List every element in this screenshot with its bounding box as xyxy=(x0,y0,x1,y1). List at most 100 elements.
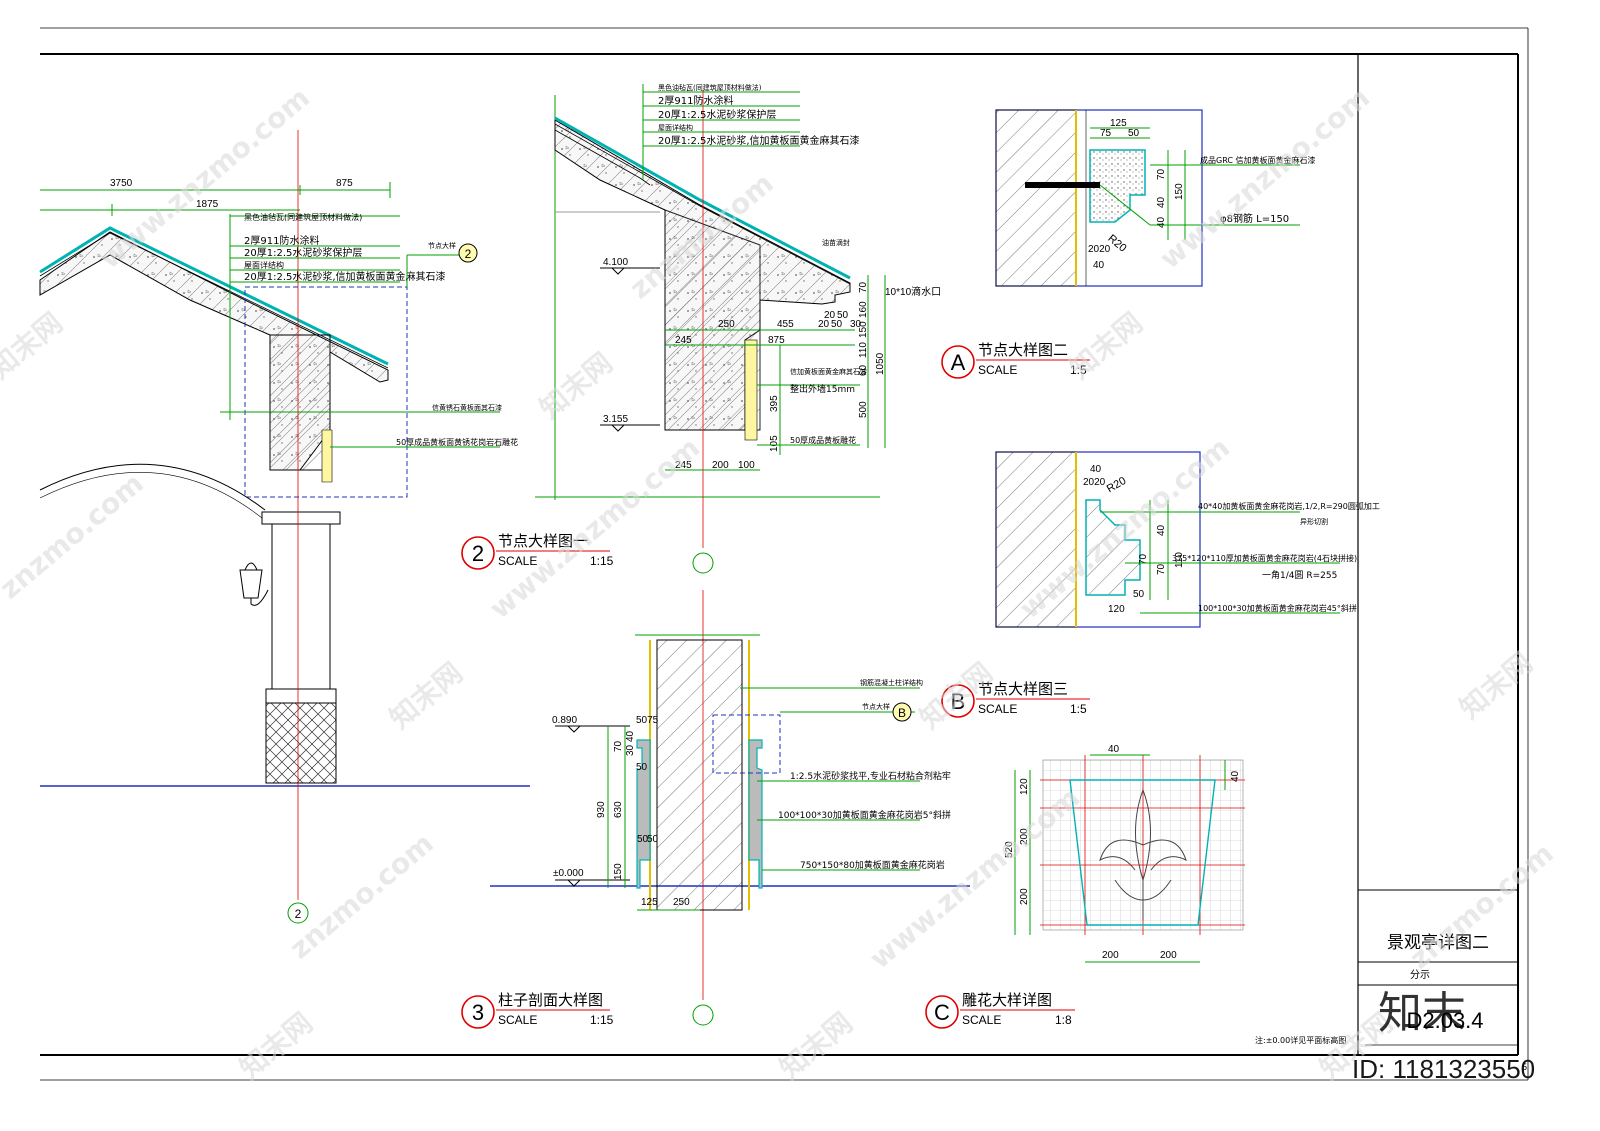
detail-c-drawing: 120 200 520 200 200 200 40 40 xyxy=(1004,744,1245,963)
dB-dim-110: 110 xyxy=(1174,552,1185,568)
dB-note-1b: 异形切割 xyxy=(1300,517,1328,526)
d2-dim-875: 875 xyxy=(768,335,785,346)
elev-side-note-2: 50厚成品黄板面黄锈花岗岩石雕花 xyxy=(396,437,518,447)
d3-dim-250: 250 xyxy=(673,897,690,908)
d2-dim-1050: 1050 xyxy=(875,352,886,375)
dC-scale: 1:8 xyxy=(1055,1013,1072,1027)
dB-note-2: 375*120*110厚加黄板面黄金麻花岗岩(4石块拼接) xyxy=(1172,553,1357,563)
d3-title: 柱子剖面大样图 xyxy=(498,991,603,1009)
dB-radius: R20 xyxy=(1105,475,1128,495)
dA-dim-150: 150 xyxy=(1174,183,1185,200)
dC-dim-120: 120 xyxy=(1019,778,1030,795)
elev-callout-num: 2 xyxy=(465,247,472,261)
dC-dim-200a: 200 xyxy=(1019,828,1030,845)
d2-note-r1: 信加黄板面黄金麻其石漆 xyxy=(790,367,867,376)
d3-dim-5075: 5075 xyxy=(636,715,659,726)
d2-dim-395: 395 xyxy=(769,395,780,412)
dB-dim-40a: 40 xyxy=(1090,464,1102,475)
watermark-site-9: znzmo.com xyxy=(1403,837,1559,976)
detail-title-2: 2 节点大样图一 SCALE 1:15 xyxy=(461,532,614,570)
elev-note-4: 屋面详结构 xyxy=(244,260,284,270)
d2-scale-label: SCALE xyxy=(498,554,537,568)
detail-a-drawing: 125 75 50 70 150 40 40 2020 40 R20 成品GRC… xyxy=(995,109,1316,287)
dA-dim-40c: 40 xyxy=(1093,260,1105,271)
title-block: 景观亭详图二 分示 D2.03.4 5 xyxy=(1358,889,1527,1072)
d3-dim-50a: 50 xyxy=(636,762,648,773)
d3-dim-125: 125 xyxy=(641,897,658,908)
d3-dim-50c: 50 xyxy=(647,834,659,845)
dB-dim-40b: 40 xyxy=(1156,524,1167,536)
d2-dim-60: 60 xyxy=(858,364,869,376)
title-small-label: 分示 xyxy=(1410,969,1430,981)
elev-callout-label: 节点大样 xyxy=(428,241,456,250)
d2-dim-455: 455 xyxy=(777,319,794,330)
d3-note-3: 100*100*30加黄板面黄金麻花岗岩5°斜拼 xyxy=(778,809,951,821)
watermark-cn-6: 知末网 xyxy=(233,1006,319,1085)
d3-el-top: 0.890 xyxy=(552,715,577,726)
dA-dim-75: 75 xyxy=(1100,128,1112,139)
dC-dim-top: 40 xyxy=(1108,744,1120,755)
d2-el-2: 3.155 xyxy=(603,414,628,425)
drawing-title: 景观亭详图二 xyxy=(1387,933,1489,953)
dA-dim-70: 70 xyxy=(1156,168,1167,180)
d2-note-4: 屋面详结构 xyxy=(658,123,693,132)
dC-dim-200b: 200 xyxy=(1019,888,1030,905)
d2-dim-50b: 50 xyxy=(837,310,849,321)
dC-title: 雕花大样详图 xyxy=(962,991,1052,1009)
watermark-logo: 知末 xyxy=(1378,988,1466,1039)
detail-2-drawing: 4.100 3.155 黑色油毡瓦(同建筑屋顶材料做法) 2厚911防水涂料 2… xyxy=(535,83,941,1026)
page-number: 5 xyxy=(1522,1062,1527,1072)
dB-scale: 1:5 xyxy=(1070,702,1087,716)
dC-dim-bot-2: 200 xyxy=(1160,950,1177,961)
d3-el-bot: ±0.000 xyxy=(553,868,584,879)
d2-dim-250: 250 xyxy=(718,319,735,330)
drawing-number: D2.03.4 xyxy=(1406,1008,1483,1033)
d3-note-4: 750*150*80加黄板面黄金麻花岗岩 xyxy=(800,859,945,871)
d2-dim-245b: 245 xyxy=(675,460,692,471)
elev-note-1: 黑色油毡瓦(同建筑屋顶材料做法) xyxy=(244,212,362,222)
watermark-cn-9: 知末网 xyxy=(1453,646,1539,725)
d3-dim-150: 150 xyxy=(613,863,624,880)
d3-scale-label: SCALE xyxy=(498,1013,537,1027)
dB-dim-2020: 2020 xyxy=(1083,477,1106,488)
dC-marker: C xyxy=(934,1000,950,1025)
d2-note-5: 20厚1:2.5水泥砂浆,信加黄板面黄金麻其石漆 xyxy=(658,134,860,147)
watermark-cn-2: 知末网 xyxy=(383,656,469,735)
dB-note-2b: 一角1/4圆 R=255 xyxy=(1262,569,1337,581)
dB-scale-label: SCALE xyxy=(978,702,1017,716)
dC-dim-520: 520 xyxy=(1004,841,1015,858)
elev-note-2: 2厚911防水涂料 xyxy=(244,234,319,247)
detail-title-b: B 节点大样图三 SCALE 1:5 xyxy=(941,680,1090,718)
dA-note-2: φ8钢筋 L=150 xyxy=(1220,212,1289,225)
d3-dim-50b: 50 xyxy=(637,834,649,845)
d2-dim-200: 200 xyxy=(712,460,729,471)
d2-dim-245: 245 xyxy=(675,335,692,346)
elev-note-3: 20厚1:2.5水泥砂浆保护层 xyxy=(244,246,362,259)
d3-dim-930: 930 xyxy=(596,801,607,818)
detail-3-drawing: 0.890 ±0.000 5075 70 40 30 50 930 630 50… xyxy=(490,634,970,911)
d2-title: 节点大样图一 xyxy=(498,532,588,550)
elev-dim-875: 875 xyxy=(336,178,353,189)
d2-dim-150: 150 xyxy=(858,321,869,338)
dA-dim-40b: 40 xyxy=(1156,216,1167,228)
d2-label-drip2: 10*10滴水口 xyxy=(885,285,941,298)
elevation-view: 3750 875 1875 2 xyxy=(39,130,530,924)
d2-dim-30: 30 xyxy=(850,319,862,330)
detail-title-c: C 雕花大样详图 SCALE 1:8 xyxy=(925,991,1075,1029)
dC-scale-label: SCALE xyxy=(962,1013,1001,1027)
watermark-site-7: znzmo.com xyxy=(283,827,439,966)
d3-callout-num: B xyxy=(898,706,906,720)
d2-note-r3: 50厚成品黄板雕花 xyxy=(790,435,856,445)
dC-dim-right: 40 xyxy=(1230,770,1241,782)
dA-dim-50: 50 xyxy=(1128,128,1140,139)
watermark-layer: 知末网 www.znzmo.com znzmo.com 知末网 www.znzm… xyxy=(0,81,1560,1085)
d2-dim-20a: 20 xyxy=(818,319,830,330)
dB-note-3: 100*100*30加黄板面黄金麻花岗岩45°斜拼 xyxy=(1198,603,1357,613)
d2-note-3: 20厚1:2.5水泥砂浆保护层 xyxy=(658,108,776,121)
dA-marker: A xyxy=(951,350,966,375)
d2-note-2: 2厚911防水涂料 xyxy=(658,94,733,107)
dB-dim-70a: 70 xyxy=(1138,553,1149,565)
d2-note-r2: 整出外墙15mm xyxy=(790,383,855,395)
sheet-border xyxy=(40,27,1529,1081)
elev-note-5: 20厚1:2.5水泥砂浆,信加黄板面黄金麻其石漆 xyxy=(244,270,446,283)
